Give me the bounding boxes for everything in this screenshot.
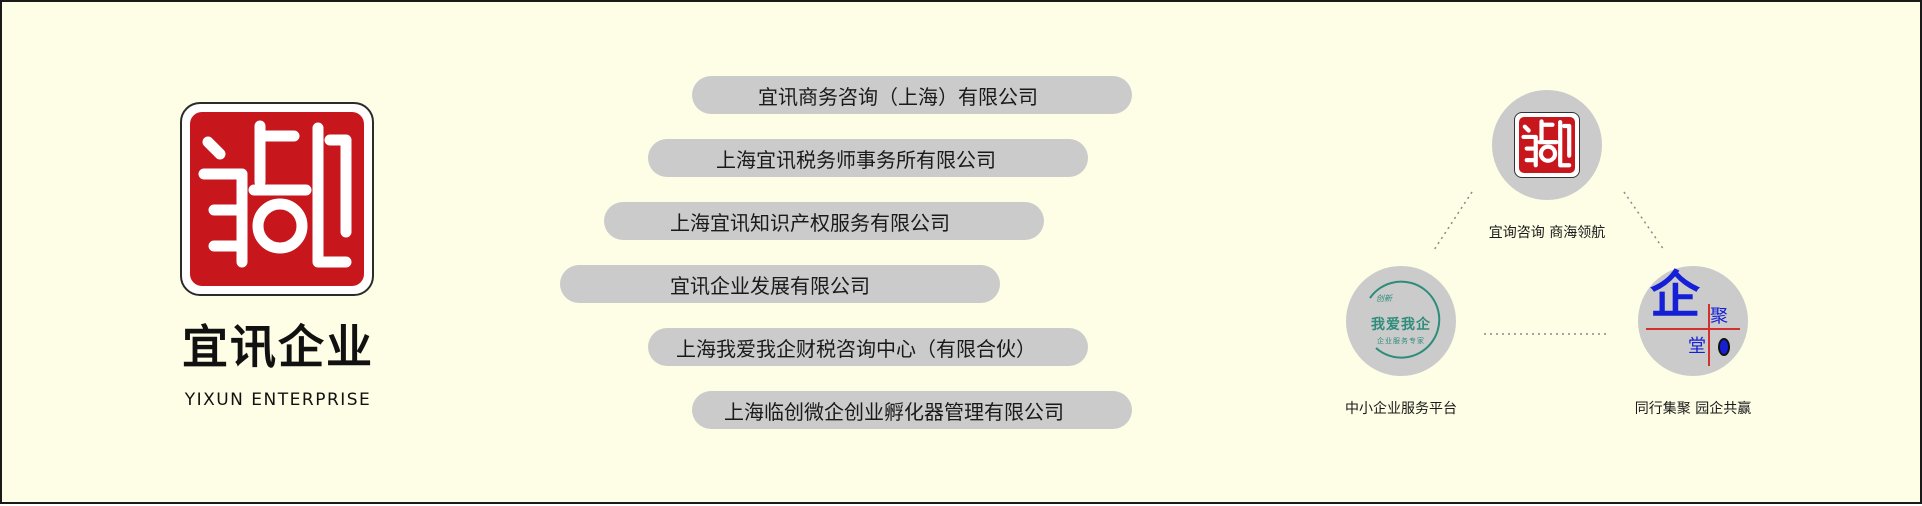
logo-char-qi: 企 <box>1650 265 1700 324</box>
company-pill[interactable]: 宜讯企业发展有限公司 <box>560 265 1000 303</box>
brand-name-cn: 宜讯企业 <box>182 320 374 374</box>
platform-caption-sme: 中小企业服务平台 <box>1345 401 1457 417</box>
company-pill[interactable]: 上海临创微企创业孵化器管理有限公司 <box>692 391 1132 429</box>
company-label: 上海宜讯知识产权服务有限公司 <box>670 210 950 235</box>
seal-icon <box>190 112 364 286</box>
company-pill[interactable]: 上海宜讯税务师事务所有限公司 <box>648 139 1088 177</box>
company-pill[interactable]: 上海宜讯知识产权服务有限公司 <box>604 202 1044 240</box>
logo-subtitle: 企业服务专家 <box>1377 337 1425 345</box>
company-label: 宜讯商务咨询（上海）有限公司 <box>758 84 1038 109</box>
brand-name-en: YIXUN ENTERPRISE <box>184 390 372 410</box>
company-pill[interactable]: 宜讯商务咨询（上海）有限公司 <box>692 76 1132 114</box>
company-label: 上海临创微企创业孵化器管理有限公司 <box>724 399 1064 424</box>
badge-text: 创新 <box>1376 294 1392 303</box>
oval-dot-icon <box>1718 338 1730 356</box>
logo-title: 我爱我企 <box>1371 317 1431 333</box>
ring-icon <box>1369 280 1441 359</box>
company-label: 宜讯企业发展有限公司 <box>670 273 870 298</box>
company-label: 上海宜讯税务师事务所有限公司 <box>716 147 996 172</box>
logo-char-ju: 聚 <box>1710 306 1728 327</box>
company-pill[interactable]: 上海我爱我企财税咨询中心（有限合伙） <box>648 328 1088 366</box>
divider-line <box>1708 304 1710 366</box>
yixun-seal-logo <box>180 102 374 296</box>
platform-node-woaiwoqi[interactable]: 创新 我爱我企 企业服务专家 <box>1346 266 1456 376</box>
company-label: 上海我爱我企财税咨询中心（有限合伙） <box>676 336 1036 361</box>
divider-line <box>1646 328 1740 330</box>
platform-caption-juqitang: 同行集聚 园企共赢 <box>1634 401 1752 417</box>
seal-glyph-icon <box>198 120 352 268</box>
yixun-seal-icon <box>1514 112 1580 178</box>
platform-node-juqitang[interactable]: 企 聚 堂 <box>1638 266 1748 376</box>
platform-node-yixun[interactable] <box>1492 90 1602 200</box>
platform-caption-yixun: 宜询咨询 商海领航 <box>1488 225 1606 241</box>
logo-char-tang: 堂 <box>1688 336 1706 357</box>
